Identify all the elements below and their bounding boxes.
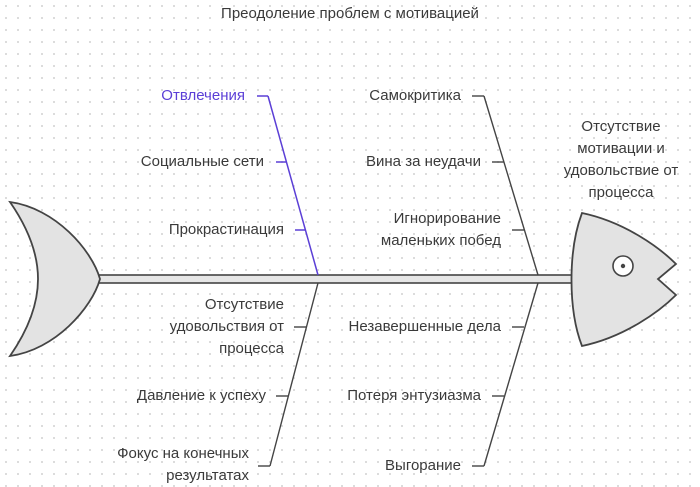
cause-label: Социальные сети xyxy=(140,153,264,170)
cause-label: Самокритика xyxy=(369,87,461,104)
diagram-title: Преодоление проблем с мотивацией xyxy=(221,5,479,22)
cause-label: Выгорание xyxy=(385,457,461,474)
fish-pupil xyxy=(620,263,626,269)
cause-label: Фокус на конечных результатах xyxy=(117,445,249,484)
cause-label: Игнорирование маленьких побед xyxy=(380,210,501,249)
cause-label: Давление к успеху xyxy=(136,387,266,404)
bone-bottom-left xyxy=(269,282,319,467)
cause-label: Отвлечения xyxy=(161,87,245,104)
cause-label: Потеря энтузиазма xyxy=(347,387,481,404)
bone-top-right xyxy=(483,95,539,276)
cause-label: Прокрастинация xyxy=(168,221,284,238)
bone-bottom-right xyxy=(483,282,539,467)
fish-tail xyxy=(8,200,101,358)
bone-top-left xyxy=(267,95,319,276)
cause-label: Отсутствие удовольствия от процесса xyxy=(169,296,284,357)
effect-label: Отсутствие мотивации и удовольствие от п… xyxy=(563,118,679,201)
cause-label: Вина за неудачи xyxy=(366,153,481,170)
cause-label: Незавершенные дела xyxy=(348,318,501,335)
spine xyxy=(95,274,583,284)
fish-head xyxy=(570,211,678,348)
